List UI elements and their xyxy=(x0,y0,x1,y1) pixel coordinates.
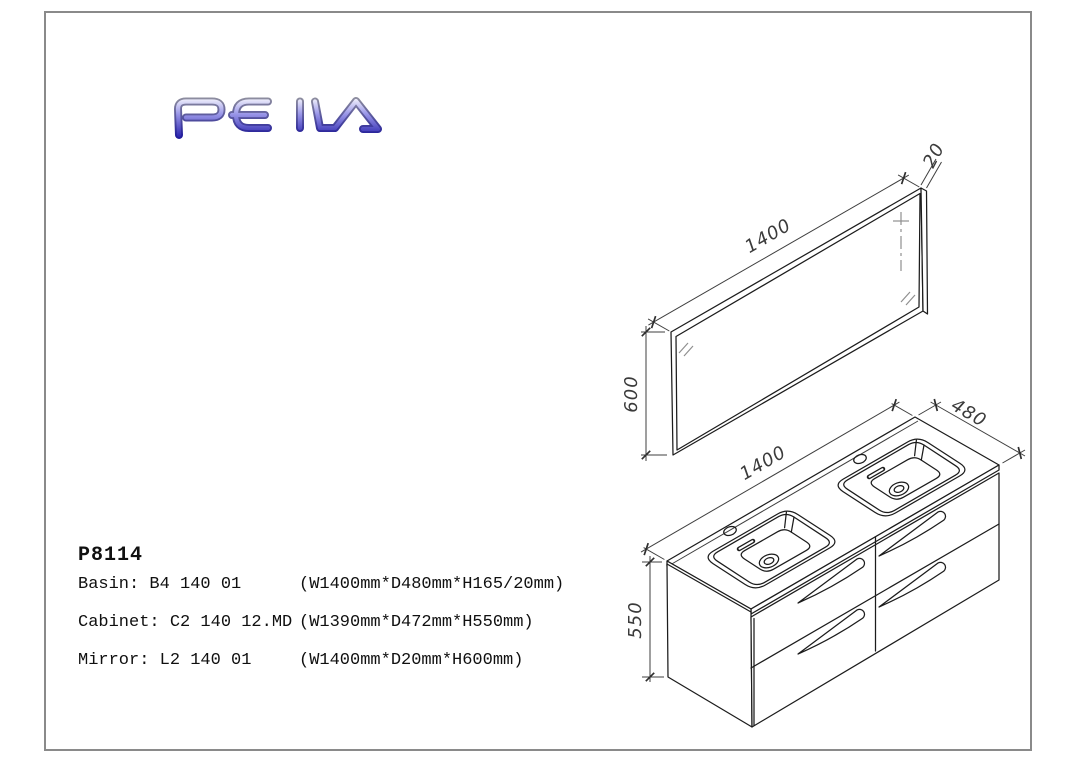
spec-row-mirror: Mirror: L2 140 01 (W1400mm*D20mm*H600mm) xyxy=(78,642,564,680)
mirror-width-dim-label: 1400 xyxy=(741,215,795,258)
cabinet-height-dimension: 550 xyxy=(625,556,664,682)
centerline-mark xyxy=(893,212,909,271)
glass-hatch-icon xyxy=(678,291,916,357)
cabinet-depth-dim-label: 480 xyxy=(947,395,990,432)
cabinet-height-dim-label: 550 xyxy=(625,601,646,638)
page-border xyxy=(44,11,1032,751)
mirror-height-dim-label: 600 xyxy=(621,375,642,412)
mirror-thickness-dim-label: 20 xyxy=(919,139,949,171)
basin-label: Basin: B4 140 01 xyxy=(78,575,242,594)
mirror-label: Mirror: L2 140 01 xyxy=(78,651,252,670)
mirror-glass xyxy=(670,187,924,456)
drawer-handle xyxy=(797,557,866,604)
mirror-height-dimension: 600 xyxy=(621,326,667,461)
drawer-handle xyxy=(878,561,947,608)
cabinet-label: Cabinet: C2 140 12.MD xyxy=(78,613,293,632)
drawer-handle xyxy=(878,510,947,557)
mirror-thickness-dimension: 20 xyxy=(919,139,949,189)
spec-row-basin: Basin: B4 140 01 (W1400mm*D480mm*H165/20… xyxy=(78,566,564,604)
mirror-edge xyxy=(920,187,929,315)
peila-logo xyxy=(174,97,382,139)
cabinet-size: (W1390mm*D472mm*H550mm) xyxy=(299,613,534,632)
mirror-size: (W1400mm*D20mm*H600mm) xyxy=(299,651,524,670)
drawer-divider-horizontal xyxy=(750,523,1000,669)
cabinet-drawing: 1400 480 550 xyxy=(625,395,1026,728)
basin-size: (W1400mm*D480mm*H165/20mm) xyxy=(299,575,565,594)
mirror-drawing: 1400 20 600 xyxy=(621,139,949,461)
spec-row-cabinet: Cabinet: C2 140 12.MD (W1390mm*D472mm*H5… xyxy=(78,604,564,642)
drawer-handles xyxy=(797,510,947,655)
drawer-handle xyxy=(797,608,866,655)
cabinet-width-dim-label: 1400 xyxy=(736,442,790,485)
spec-block: P8114 Basin: B4 140 01 (W1400mm*D480mm*H… xyxy=(78,546,564,680)
model-code: P8114 xyxy=(78,544,144,567)
